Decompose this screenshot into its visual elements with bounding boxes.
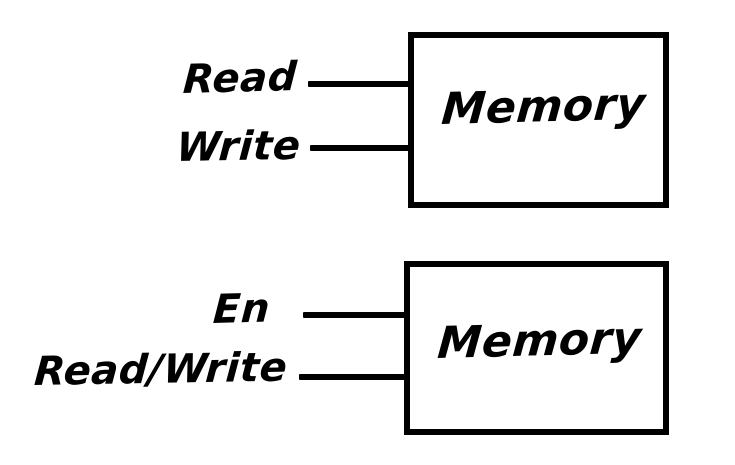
memory-block-bottom-label: Memory bbox=[435, 312, 644, 369]
memory-block-top bbox=[408, 32, 669, 208]
wire-read-to-memory bbox=[308, 81, 410, 87]
signal-label-enable: En bbox=[211, 285, 272, 333]
wire-enable-to-memory bbox=[303, 312, 406, 318]
wire-write-to-memory bbox=[310, 145, 410, 151]
memory-block-bottom bbox=[404, 261, 669, 435]
signal-label-read-write: Read/Write bbox=[32, 344, 289, 395]
wire-read-write-to-memory bbox=[299, 374, 406, 380]
